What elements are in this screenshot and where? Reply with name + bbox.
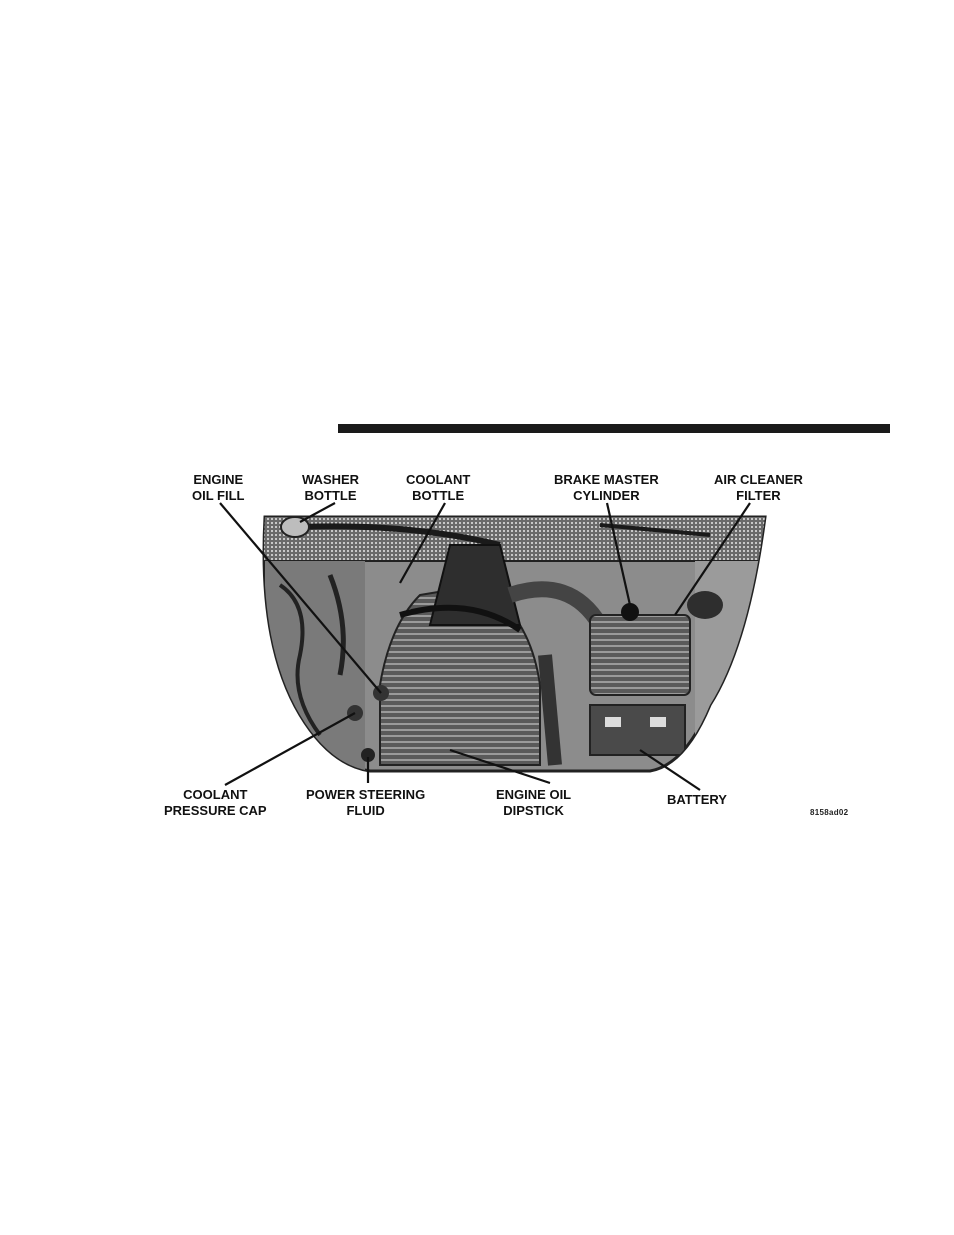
engine-illustration	[150, 465, 870, 825]
label-line: PRESSURE CAP	[164, 803, 267, 819]
label-line: WASHER	[302, 472, 359, 488]
label-line: BOTTLE	[406, 488, 470, 504]
label-line: ENGINE OIL	[496, 787, 571, 803]
label-coolant-pressure-cap: COOLANT PRESSURE CAP	[164, 787, 267, 819]
label-line: DIPSTICK	[496, 803, 571, 819]
figure-code: 8158ad02	[810, 808, 848, 817]
label-line: CYLINDER	[554, 488, 659, 504]
label-coolant-bottle: COOLANT BOTTLE	[406, 472, 470, 504]
label-line: ENGINE	[192, 472, 244, 488]
label-line: COOLANT	[406, 472, 470, 488]
section-rule	[338, 424, 890, 433]
label-line: POWER STEERING	[306, 787, 425, 803]
engine-compartment-figure: ENGINE OIL FILL WASHER BOTTLE COOLANT BO…	[150, 465, 870, 825]
label-line: BRAKE MASTER	[554, 472, 659, 488]
battery-shape	[590, 705, 685, 755]
label-line: FLUID	[306, 803, 425, 819]
label-engine-oil-dipstick: ENGINE OIL DIPSTICK	[496, 787, 571, 819]
label-brake-master-cylinder: BRAKE MASTER CYLINDER	[554, 472, 659, 504]
label-washer-bottle: WASHER BOTTLE	[302, 472, 359, 504]
label-line: BATTERY	[667, 792, 727, 808]
brake-cylinder-shape	[621, 603, 639, 621]
label-line: OIL FILL	[192, 488, 244, 504]
label-battery: BATTERY	[667, 792, 727, 808]
label-line: COOLANT	[164, 787, 267, 803]
label-power-steering-fluid: POWER STEERING FLUID	[306, 787, 425, 819]
label-line: FILTER	[714, 488, 803, 504]
label-engine-oil-fill: ENGINE OIL FILL	[192, 472, 244, 504]
label-line: AIR CLEANER	[714, 472, 803, 488]
label-line: BOTTLE	[302, 488, 359, 504]
air-cleaner-box	[590, 615, 690, 695]
label-air-cleaner-filter: AIR CLEANER FILTER	[714, 472, 803, 504]
